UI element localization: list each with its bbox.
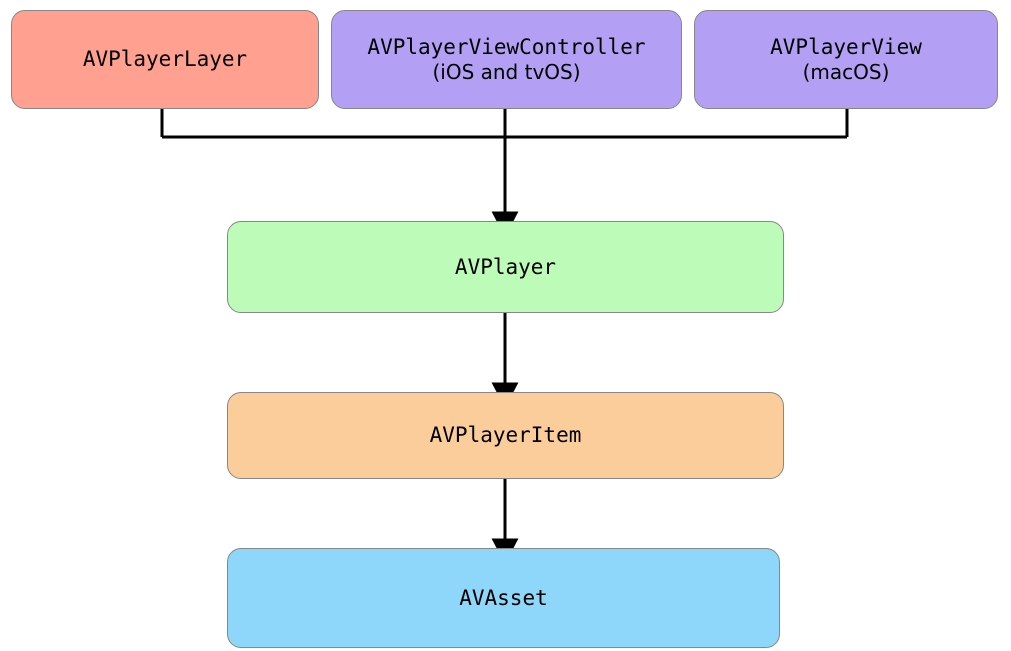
node-avplayerview[interactable]: AVPlayerView (macOS) xyxy=(694,10,998,109)
node-avplayerviewcontroller[interactable]: AVPlayerViewController (iOS and tvOS) xyxy=(331,10,682,109)
node-avplayeritem-title: AVPlayerItem xyxy=(429,423,582,448)
node-avplayerlayer[interactable]: AVPlayerLayer xyxy=(11,10,319,109)
node-avplayer-title: AVPlayer xyxy=(454,254,557,279)
node-avplayerview-subtitle: (macOS) xyxy=(802,59,890,84)
node-avplayerviewcontroller-title: AVPlayerViewController xyxy=(367,34,646,59)
node-avplayerview-title: AVPlayerView xyxy=(770,34,922,59)
node-avplayer[interactable]: AVPlayer xyxy=(227,221,784,313)
node-avplayerlayer-title: AVPlayerLayer xyxy=(82,47,248,72)
node-avplayeritem[interactable]: AVPlayerItem xyxy=(227,392,784,479)
node-avplayerviewcontroller-subtitle: (iOS and tvOS) xyxy=(432,59,581,84)
node-avasset[interactable]: AVAsset xyxy=(227,548,780,648)
node-avasset-title: AVAsset xyxy=(459,585,548,610)
